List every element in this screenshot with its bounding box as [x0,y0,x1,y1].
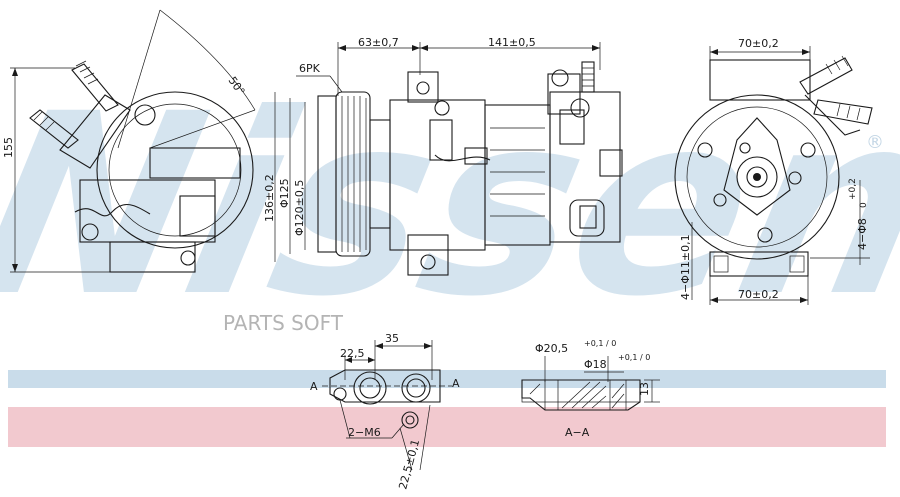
parts-soft-watermark: PARTS SOFT [223,311,344,335]
dim-136: 136±0,2 [263,174,276,222]
thread-2-m6: 2−M6 [348,426,381,439]
watermark-band-blue [8,370,886,388]
dim-120: Φ120±0,5 [293,180,306,236]
section-label-aa: A−A [565,426,590,439]
watermark-band-pink [8,407,886,447]
dim-width-top: 70±0,2 [738,37,779,50]
dim-width-bottom: 70±0,2 [738,288,779,301]
dim-depth-13: 13 [638,382,651,396]
bore-20-5: Φ20,5 [535,342,568,355]
belt-6pk: 6PK [299,62,321,75]
dim-22-5: 22,5 [340,347,365,360]
section-mark-right: A [452,377,460,390]
bore-18: Φ18 [584,358,607,371]
watermark-brand: Nissens [0,60,900,352]
dim-tol-zero: 0 [859,202,869,208]
bore-18-tol: +0,1 / 0 [618,353,650,362]
front-view: 70±0,2 70±0,2 4−Φ11±0,1 [674,37,873,305]
registered-mark: ® [866,132,884,153]
dim-height-155: 155 [2,137,15,158]
dim-mount-hole-dia: 4−Φ11±0,1 [679,234,692,300]
dim-tol-plus: +0,2 [848,178,858,200]
section-detail: Φ20,5 +0,1 / 0 Φ18 +0,1 / 0 13 A−A [521,339,660,439]
dim-35: 35 [385,332,399,345]
side-view: 63±0,7 141±0,5 6PK 136±0,2 Φ125 Φ120±0,5 [263,36,623,276]
dim-mount-hole: 4−Φ8 [856,218,869,250]
dim-141: 141±0,5 [488,36,536,49]
bore-20-5-tol: +0,1 / 0 [584,339,616,348]
section-mark-left: A [310,380,318,393]
dim-63: 63±0,7 [358,36,399,49]
dim-125: Φ125 [278,178,291,208]
